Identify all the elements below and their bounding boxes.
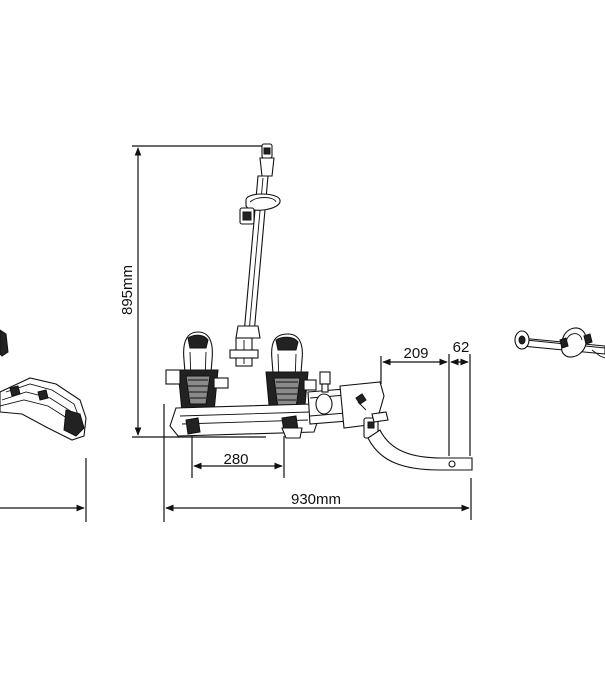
height-dimension: 895mm bbox=[119, 145, 266, 438]
arm-joint bbox=[235, 325, 261, 339]
wheel-spacing-dimension: 280 bbox=[191, 436, 285, 478]
main-bike-rack-drawing bbox=[165, 143, 473, 471]
left-rack-partial-view bbox=[0, 329, 87, 522]
hitch-offset-label: 209 bbox=[403, 345, 428, 362]
total-length-dimension: 930mm bbox=[163, 404, 472, 522]
wheel-holder-left bbox=[165, 331, 229, 413]
hitch-bar bbox=[367, 429, 473, 471]
hitch-offset-dimension: 209 62 bbox=[380, 339, 471, 456]
height-label: 895mm bbox=[119, 265, 136, 315]
wheel-spacing-label: 280 bbox=[223, 451, 248, 468]
hitch-tip-label: 62 bbox=[453, 339, 470, 356]
right-rack-partial-view bbox=[514, 327, 605, 359]
frame-clamp bbox=[239, 193, 281, 225]
total-length-label: 930mm bbox=[291, 491, 341, 508]
